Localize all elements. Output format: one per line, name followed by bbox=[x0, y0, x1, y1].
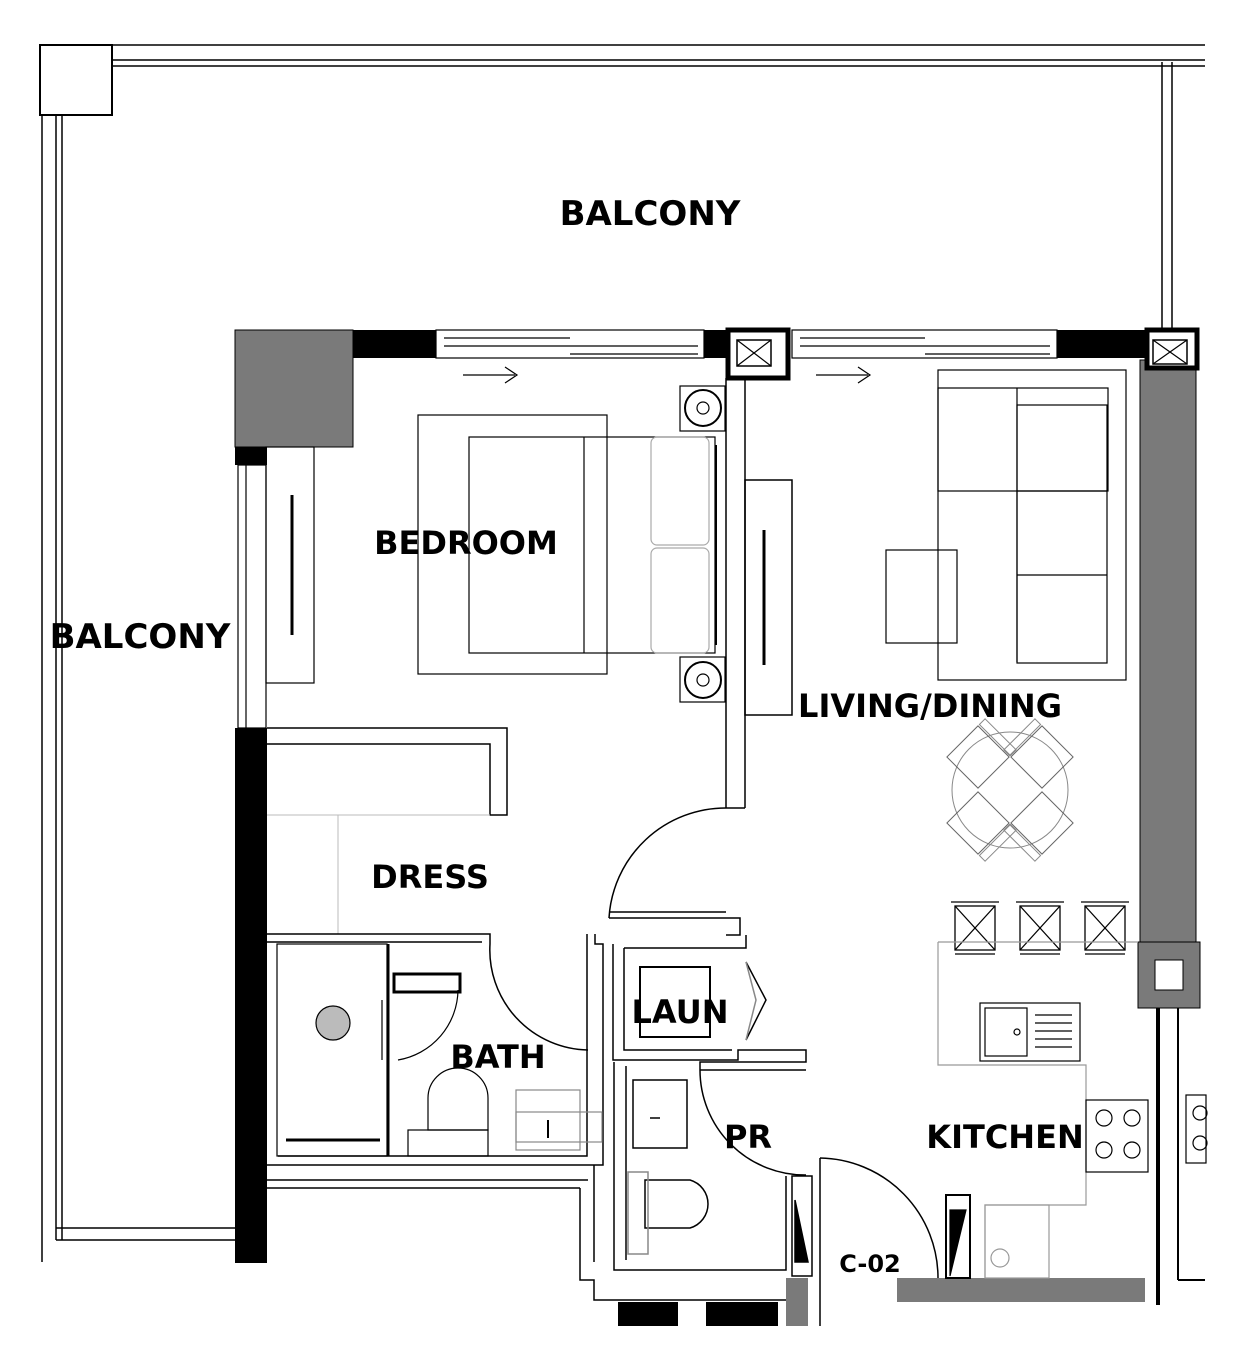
shower bbox=[276, 943, 462, 1157]
room-label-bath: BATH bbox=[450, 1038, 545, 1076]
balcony-corner-post bbox=[39, 44, 113, 116]
top-windows bbox=[435, 329, 1058, 384]
powder-room bbox=[613, 1062, 813, 1277]
room-label-balcony-top: BALCONY bbox=[560, 194, 741, 234]
bar-stools bbox=[951, 901, 1129, 955]
bedroom-left-window bbox=[237, 446, 315, 729]
entry-door bbox=[819, 1157, 939, 1326]
exterior-walls bbox=[234, 329, 1205, 1326]
room-label-bedroom: BEDROOM bbox=[374, 524, 558, 562]
unit-code-label: C-02 bbox=[839, 1250, 901, 1278]
laundry bbox=[612, 935, 807, 1070]
bedroom-door bbox=[608, 807, 741, 936]
room-label-powder-room: PR bbox=[724, 1118, 772, 1156]
bath-walls bbox=[267, 933, 604, 1166]
dining-table bbox=[946, 718, 1074, 862]
coffee-table bbox=[885, 549, 958, 644]
service-shaft bbox=[725, 327, 1200, 381]
room-labels: BALCONY BALCONY BEDROOM LIVING/DINING DR… bbox=[50, 194, 1084, 1278]
room-label-kitchen: KITCHEN bbox=[926, 1118, 1083, 1156]
sofa bbox=[937, 369, 1127, 681]
room-label-dress: DRESS bbox=[371, 858, 489, 896]
bath-fixtures bbox=[407, 1067, 603, 1157]
dress-wardrobe bbox=[267, 727, 508, 934]
room-label-balcony-left: BALCONY bbox=[50, 617, 231, 657]
bed bbox=[417, 414, 717, 675]
kitchen-counter bbox=[937, 941, 1208, 1279]
balcony-railing bbox=[40, 44, 1205, 1262]
bedside-lamps bbox=[679, 385, 726, 703]
room-label-laundry: LAUN bbox=[632, 993, 729, 1031]
partition-wall bbox=[725, 378, 793, 809]
corridor-walls bbox=[267, 1165, 786, 1326]
room-label-living-dining: LIVING/DINING bbox=[798, 687, 1062, 725]
